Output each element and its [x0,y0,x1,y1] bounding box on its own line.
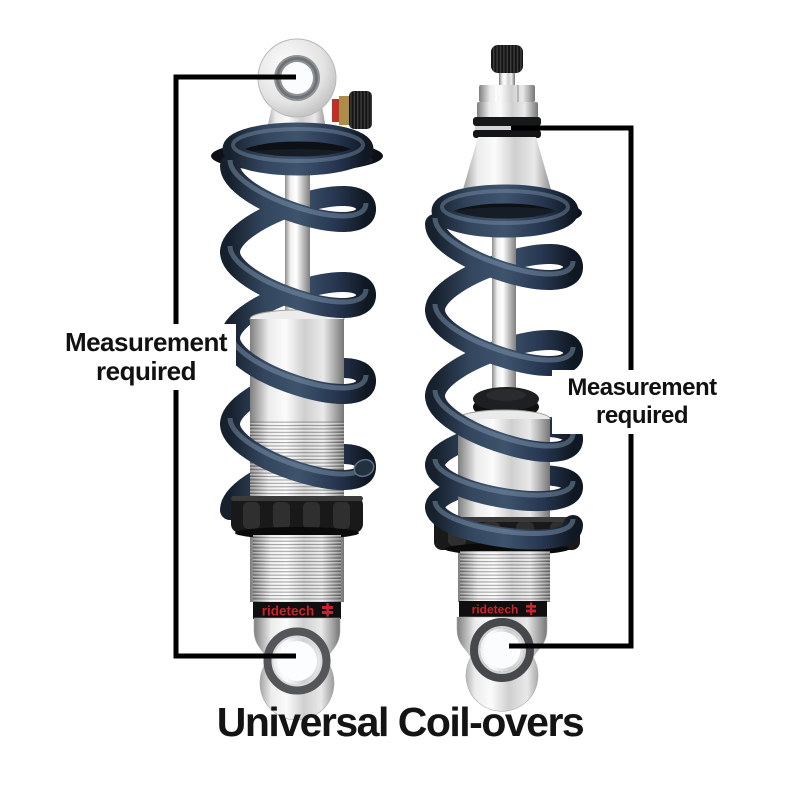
left-threaded-section-lower [253,535,341,602]
right-threaded-section-lower [460,551,550,602]
left-adjuster-knob [332,91,372,129]
right-brand-text: ridetech [472,603,519,617]
ridetech-logo-icon [526,602,536,615]
left-spring-top-coil [222,122,374,176]
right-bushing-washers [473,117,541,126]
left-measurement-label-line1: Measurement [64,327,228,357]
right-coilover: ridetech [431,45,582,712]
left-coilover: ridetech [211,38,383,721]
left-lower-eyelet [253,617,341,721]
right-lower-eyelet [456,616,548,712]
left-spring-end-cap [353,458,375,478]
figure-title: Universal Coil-overs [216,699,585,745]
right-shock-shaft [492,214,516,410]
left-brand-band: ridetech [253,602,341,619]
right-spring-top-coil [431,184,579,238]
left-measurement-label: Measurement required [56,324,236,390]
right-measurement-label-line1: Measurement [567,374,717,401]
left-spring-adjuster-collar [231,496,363,539]
right-top-coil-highlight [440,189,570,225]
ridetech-logo-icon [322,603,333,617]
right-hex-nut [479,85,535,102]
right-measurement-label-line2: required [595,402,689,429]
right-brand-band: ridetech [459,601,547,617]
left-brand-text: ridetech [262,604,315,619]
left-top-coil-highlight [231,127,365,163]
right-measurement-label: Measurement required [552,370,732,434]
left-measurement-label-line2: required [95,356,197,386]
